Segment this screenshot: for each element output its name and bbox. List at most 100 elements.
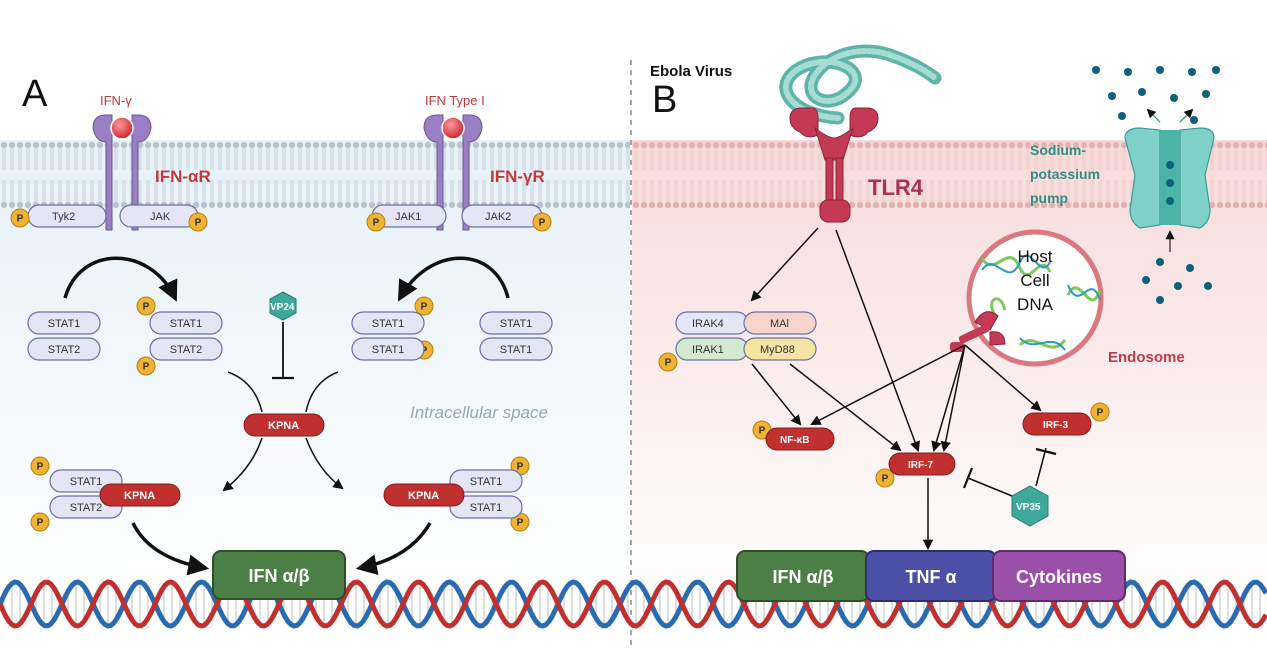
svg-text:STAT1: STAT1 [48,318,81,330]
svg-text:IRAK1: IRAK1 [692,344,724,356]
svg-text:VP24: VP24 [270,302,295,313]
svg-text:P: P [1097,408,1104,419]
svg-text:P: P [882,474,889,485]
stat-pill: STAT1 [351,337,425,361]
ligand-ifn-type-i: IFN Type I [425,93,485,108]
phospho-circle: P [10,208,30,228]
phospho-circle: P [414,296,434,316]
endosome-label: Endosome [1108,349,1185,366]
svg-text:IRAK4: IRAK4 [692,318,724,330]
svg-text:P: P [195,218,202,229]
svg-text:IFN α/β: IFN α/β [772,567,833,587]
endosome [966,229,1104,367]
kinase-jak: JAK [119,204,199,228]
pump-efflux-arrow-left [1146,108,1161,123]
panel-letter-b: B [652,79,677,121]
stat-pill: STAT2 [27,337,101,361]
svg-text:VP35: VP35 [1016,502,1041,513]
phospho-circle: P [136,356,156,376]
endosomal-tlr-icon [950,311,1006,352]
arrow-phosphorylation-left [63,256,178,302]
arrow-to-gene-right [355,522,432,575]
stat-pill: STAT1 [149,311,223,335]
svg-text:JAK2: JAK2 [485,211,511,223]
svg-text:STAT2: STAT2 [70,502,103,514]
kpna-complex-left: KPNA [99,483,181,507]
kpna-import-arrow-in-right [305,371,339,413]
ion [1212,66,1220,74]
svg-text:STAT1: STAT1 [500,344,533,356]
kpna-import-arrow-in-left [227,371,263,413]
svg-text:KPNA: KPNA [124,490,155,502]
ion [1204,282,1212,290]
svg-text:MAl: MAl [770,318,789,330]
arrow-phosphorylation-right [397,256,510,302]
host-cell-dna-line2: Cell [1020,271,1049,290]
ion [1186,264,1194,272]
kinase-tyk2: Tyk2 [27,204,107,228]
kpna-complex-right: KPNA [383,483,465,507]
pump-efflux-arrow-right [1179,108,1194,123]
receptor-ifn-gamma-r [423,114,483,231]
svg-text:P: P [759,426,766,437]
ion [1190,116,1198,124]
vp35-inhibit-irf3-line [1035,447,1047,487]
ion [1170,94,1178,102]
factor-nf-kb: NF-κB [765,427,835,451]
phospho-circle: P [658,352,678,372]
ion [1118,112,1126,120]
ion [1156,66,1164,74]
svg-text:P: P [143,302,150,313]
ion-particles [1092,66,1220,304]
ligand-ifn-gamma: IFN-γ [100,93,132,108]
ion [1156,296,1164,304]
adaptor-irak1: IRAK1 [675,337,749,361]
pump-label-line3: pump [1030,190,1068,206]
ion [1092,66,1100,74]
vp35-inhibit-irf7-bar [962,467,974,489]
svg-text:STAT1: STAT1 [372,344,405,356]
svg-text:P: P [539,218,546,229]
ion [1108,92,1116,100]
svg-text:IFN α/β: IFN α/β [248,566,309,586]
stat-pill: STAT1 [449,495,523,519]
panel-letter-a: A [22,73,48,115]
svg-text:P: P [373,218,380,229]
stat-pill: STAT2 [149,337,223,361]
svg-text:STAT1: STAT1 [500,318,533,330]
svg-text:JAK: JAK [150,211,171,223]
vp24-inhibitor: VP24 [269,291,297,321]
stat-pill: STAT1 [27,311,101,335]
gene-box-cytokines: Cytokines [992,550,1126,602]
stat-pill: STAT1 [479,337,553,361]
svg-text:STAT2: STAT2 [48,344,81,356]
phospho-circle: P [188,212,208,232]
svg-text:Cytokines: Cytokines [1016,567,1102,587]
gene-box-tnf: TNF α [865,550,997,602]
kpna-arrow-right [305,437,344,490]
pump-label-line2: potassium [1030,166,1100,182]
ion [1124,68,1132,76]
adaptor-irak4: IRAK4 [675,311,749,335]
ion [1156,258,1164,266]
kinase-jak1: JAK1 [371,204,447,228]
svg-text:P: P [17,214,24,225]
svg-text:STAT1: STAT1 [470,476,503,488]
vp35-inhibit-irf7-line [967,477,1013,497]
host-cell-dna-line3: DNA [1017,295,1054,314]
kinase-jak2: JAK2 [461,204,543,228]
sodium-potassium-pump-icon [1124,127,1215,229]
gene-box-ifn-a: IFN α/β [212,550,346,600]
svg-text:STAT1: STAT1 [170,318,203,330]
intracellular-space-label: Intracellular space [410,403,548,422]
arrow-to-gene-left [131,522,210,576]
svg-text:MyD88: MyD88 [760,344,795,356]
gene-box-ifn-b: IFN α/β [736,550,870,602]
svg-text:KPNA: KPNA [408,490,439,502]
svg-text:STAT1: STAT1 [372,318,405,330]
svg-text:IRF-3: IRF-3 [1043,420,1068,431]
stat-pill: STAT1 [449,469,523,493]
svg-text:TNF α: TNF α [905,567,956,587]
svg-text:P: P [665,358,672,369]
